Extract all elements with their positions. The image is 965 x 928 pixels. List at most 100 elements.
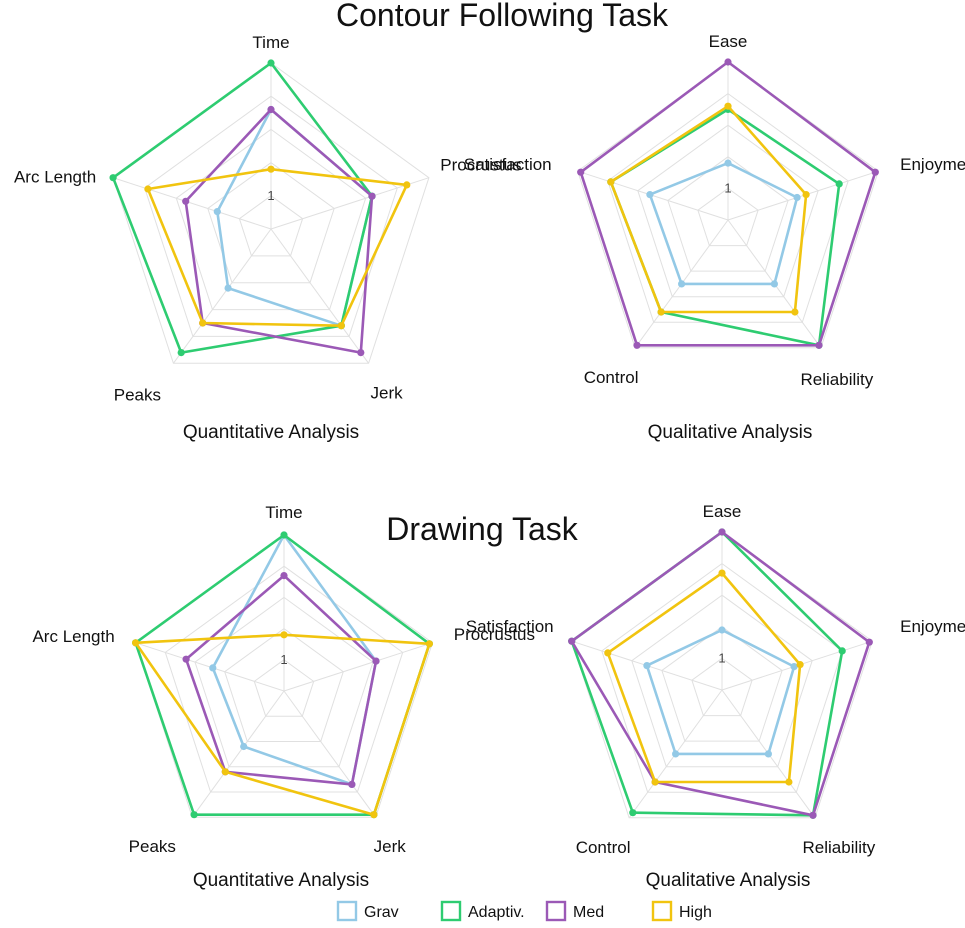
data-point-grav-ease [724,159,732,167]
axis-label-satisfaction: Satisfaction [466,617,554,636]
grid-ring [691,657,753,717]
grid-spoke [270,177,430,230]
axis-label-procrustus: Procrustus [440,156,521,175]
radar-chart-contour-qualitative: 1 EaseEnjoymentReliability Control Satisfac… [464,32,965,443]
tick-label: 1 [267,188,274,203]
axis-label-time: Time [265,503,302,522]
axis-label-procrustus: Procrustus [454,625,535,644]
axis-label-jerk: Jerk [374,837,407,856]
chart-caption: Quantitative Analysis [193,870,369,891]
data-point-grav-enjoyment [793,193,801,202]
data-point-med-ease [718,528,726,536]
data-point-high-reliability [785,778,793,786]
data-point-med-control [633,341,641,349]
data-point-med-enjoyment [871,168,879,176]
tick-label: 1 [718,650,725,665]
data-point-grav-reliability [770,280,779,288]
grid-ring [577,61,879,349]
data-point-med-time [267,105,275,114]
series-line-high [609,104,808,314]
radar-chart-drawing-qualitative: 1 EaseEnjoymentReliability Control Satisfac… [466,502,965,891]
series-line-grav [645,628,796,756]
axis-label-control: Control [584,368,639,387]
legend-label-med: Med [573,904,604,921]
legend-swatch-med [545,900,567,922]
grid-ring [667,156,789,272]
grid-ring [224,627,344,742]
axis-label-reliability: Reliability [803,838,876,857]
legend-swatch-grav [336,900,358,922]
series-line-high [134,633,431,817]
grid-ring [661,626,783,742]
grid-ring [607,92,849,323]
data-point-high-control [657,308,665,316]
series-line-high [606,571,802,784]
data-point-med-arc-length [182,197,190,205]
data-point-grav-satisfaction [646,191,654,199]
data-point-adaptiv-control [629,809,637,817]
series-line-grav [648,161,799,286]
data-point-high-enjoyment [802,191,810,199]
data-point-med-reliability [815,341,823,349]
data-point-med-enjoyment [865,638,873,646]
series-line-grav [211,533,378,786]
tick-label: 1 [280,652,287,667]
axis-label-arc-length: Arc Length [32,627,114,646]
data-point-adaptiv-time [267,59,275,67]
data-point-high-arc-length [132,639,140,647]
grid-ring [207,161,335,284]
data-point-high-procrustus [403,181,411,189]
series-line-med [184,574,378,786]
grid-spoke [172,228,272,364]
data-point-high-reliability [791,308,799,316]
axis-label-control: Control [576,838,631,857]
legend-label-grav: Grav [364,904,399,921]
axis-label-enjoyment: Enjoyment [900,617,965,636]
grid-ring [238,195,304,257]
data-point-high-satisfaction [607,178,615,186]
legend-label-adaptiv: Adaptiv. [468,904,525,921]
axis-label-reliability: Reliability [801,370,874,389]
data-point-grav-peaks [224,284,232,292]
data-point-high-enjoyment [796,661,804,669]
section-title-contour: Contour Following Task [336,0,669,33]
axis-label-arc-length: Arc Length [14,168,96,187]
data-point-high-satisfaction [604,649,612,657]
axis-label-enjoyment: Enjoyment [900,155,965,174]
grid-ring [194,596,374,768]
legend-label-high: High [679,904,712,921]
data-point-high-jerk [370,811,378,819]
chart-caption: Quantitative Analysis [183,422,359,443]
axis-label-ease: Ease [703,502,742,521]
data-point-grav-ease [718,626,726,634]
data-point-grav-arc-length [213,208,221,216]
legend-swatch-adaptiv [440,900,462,922]
tick-label: 1 [724,180,731,195]
grid-spoke [112,177,272,230]
section-title-drawing: Drawing Task [386,511,578,547]
data-point-adaptiv-arc-length [109,174,117,182]
data-point-adaptiv-peaks [190,811,198,819]
data-point-high-ease [718,569,726,577]
data-point-med-procrustus [368,192,376,200]
data-point-high-procrustus [425,640,433,648]
grid-ring [175,128,367,311]
chart-caption: Qualitative Analysis [646,870,811,891]
data-point-grav-peaks [240,742,248,751]
data-point-high-time [267,165,275,173]
grid-ring [631,594,813,768]
grid-spoke [270,228,370,364]
data-point-high-control [651,778,659,786]
data-point-med-ease [724,58,732,66]
axis-label-ease: Ease [709,32,748,51]
series-line-adaptiv [609,108,841,347]
data-point-med-procrustus [372,657,380,665]
axis-label-satisfaction: Satisfaction [464,155,552,174]
data-point-grav-control [678,280,686,288]
grid-spoke [191,690,285,818]
data-point-grav-control [672,750,680,758]
data-point-high-ease [724,102,732,110]
series-line-med [184,108,374,354]
